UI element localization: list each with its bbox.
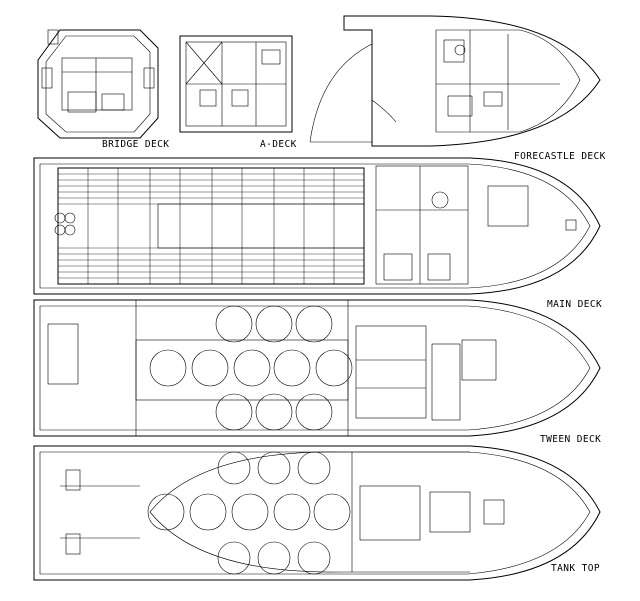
tank-top-plan: TANK TOP xyxy=(33,445,601,581)
bridge-deck-plan: BRIDGE DECK xyxy=(37,29,169,150)
tween-deck-label: TWEEN DECK xyxy=(540,434,601,445)
a-deck-plan: A-DECK xyxy=(179,35,297,150)
main-deck-label: MAIN DECK xyxy=(547,299,602,310)
tween-deck-plan: TWEEN DECK xyxy=(33,299,601,445)
bridge-deck-label: BRIDGE DECK xyxy=(102,139,169,150)
forecastle-deck-plan: FORECASTLE DECK xyxy=(309,15,606,162)
a-deck-label: A-DECK xyxy=(260,139,297,150)
forecastle-deck-label: FORECASTLE DECK xyxy=(514,151,606,162)
tank-top-label: TANK TOP xyxy=(551,563,600,574)
main-deck-plan: MAIN DECK xyxy=(33,157,602,310)
